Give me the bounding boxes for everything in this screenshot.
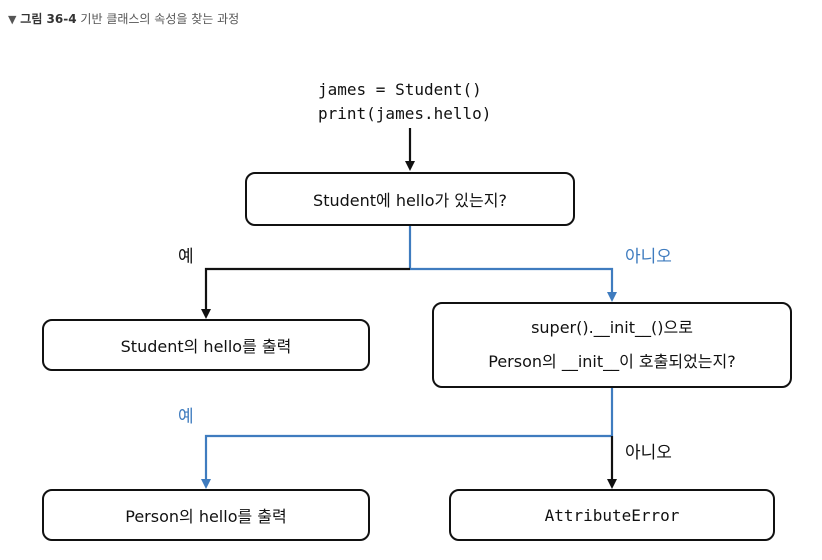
code-line-2: print(james.hello): [318, 104, 492, 123]
edge-q1-yes: [204, 267, 410, 313]
decision-text-2-line1: super().__init__()으로: [531, 318, 693, 337]
process-text-student-hello: Student의 hello를 출력: [120, 337, 292, 356]
decision-box-student-has-hello: Student에 hello가 있는지?: [245, 172, 575, 226]
process-box-attribute-error: AttributeError: [449, 489, 775, 541]
process-text-person-hello: Person의 hello를 출력: [125, 507, 287, 526]
code-line-1: james = Student(): [318, 80, 482, 99]
edge-label-q1-no: 아니오: [625, 247, 672, 267]
edge-label-q2-yes: 예: [178, 407, 194, 427]
edge-q2-yes: [204, 434, 612, 483]
edge-q1-yes-head: [201, 309, 211, 319]
caption-figure-number: 그림 36-4: [20, 12, 77, 26]
edge-label-q1-yes: 예: [178, 247, 194, 267]
process-box-person-hello: Person의 hello를 출력: [42, 489, 370, 541]
edge-q2-no-head: [607, 479, 617, 489]
process-text-attribute-error: AttributeError: [544, 505, 680, 525]
caption-marker: ▼: [8, 13, 17, 26]
decision-box-person-init-called: super().__init__()으로 Person의 __init__이 호…: [432, 302, 792, 388]
decision-text-1: Student에 hello가 있는지?: [313, 191, 507, 210]
code-snippet: james = Student() print(james.hello): [318, 78, 491, 126]
edge-label-q2-no: 아니오: [625, 443, 672, 463]
edge-q1-no: [410, 267, 614, 296]
arrow-code-to-q1-head: [405, 161, 415, 171]
figure-caption: ▼ 그림 36-4 기반 클래스의 속성을 찾는 과정: [8, 10, 239, 27]
decision-text-2-line2: Person의 __init__이 호출되었는지?: [488, 352, 736, 371]
edge-q2-yes-head: [201, 479, 211, 489]
caption-description: 기반 클래스의 속성을 찾는 과정: [80, 12, 240, 26]
process-box-student-hello: Student의 hello를 출력: [42, 319, 370, 371]
edge-q1-no-head: [607, 292, 617, 302]
